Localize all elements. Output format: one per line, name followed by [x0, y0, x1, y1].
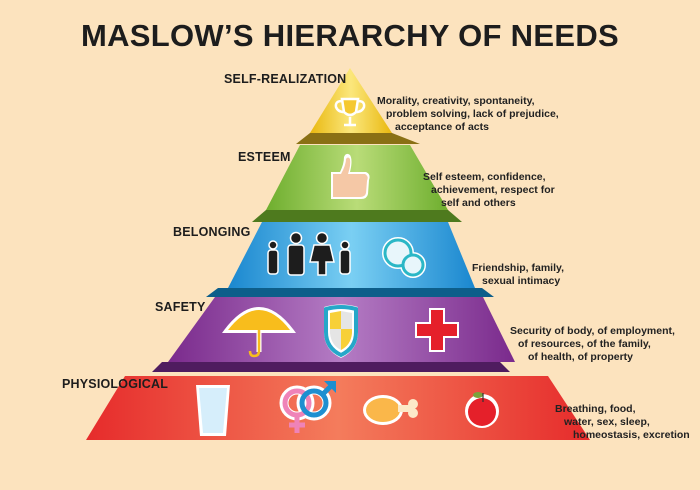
tier-safety [152, 297, 515, 372]
tier-physiological [86, 376, 590, 440]
tier-self-realization [296, 68, 420, 144]
level-label-esteem: ESTEEM [238, 150, 291, 164]
tier-belonging [206, 222, 494, 297]
trophy-icon [334, 97, 366, 127]
description-esteem: Self esteem, confidence, achievement, re… [423, 171, 555, 209]
chicken-leg-icon [363, 395, 418, 425]
tier-esteem [252, 145, 462, 222]
level-label-safety: SAFETY [155, 300, 206, 314]
description-physiological: Breathing, food, water, sex, sleep, home… [555, 403, 690, 441]
water-glass-icon [196, 385, 230, 436]
apple-icon [465, 392, 499, 428]
family-icon [267, 231, 351, 276]
level-label-belonging: BELONGING [173, 225, 251, 239]
description-safety: Security of body, of employment, of reso… [510, 325, 675, 363]
description-belonging: Friendship, family, sexual intimacy [472, 262, 564, 287]
level-label-self-realization: SELF-REALIZATION [224, 72, 347, 86]
chat-bubbles-icon [382, 237, 426, 278]
shield-icon [324, 304, 358, 358]
medical-cross-icon [415, 308, 459, 352]
thumbs-up-icon [331, 153, 370, 199]
umbrella-icon [221, 307, 297, 358]
gender-symbols-icon [279, 381, 336, 433]
page-title: MASLOW’S HIERARCHY OF NEEDS [80, 18, 619, 53]
level-label-physiological: PHYSIOLOGICAL [62, 377, 169, 391]
description-self-realization: Morality, creativity, spontaneity, probl… [377, 95, 559, 133]
